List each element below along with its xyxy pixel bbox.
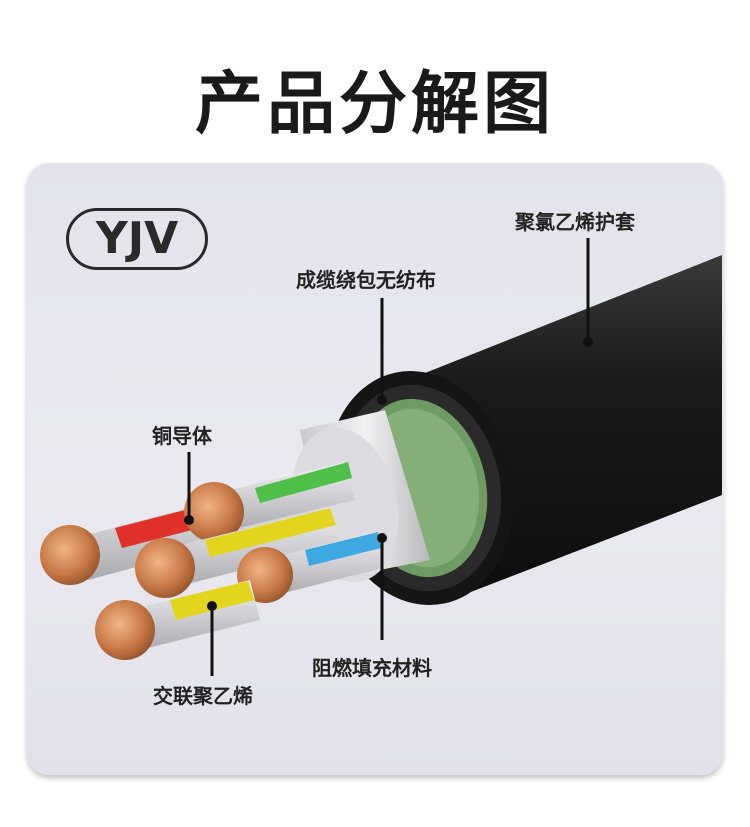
label-flame-retardant-filler: 阻燃填充材料 (312, 656, 432, 680)
model-badge: YJV (66, 208, 208, 270)
label-copper-conductor: 铜导体 (152, 424, 212, 448)
label-xlpe-insulation: 交联聚乙烯 (153, 684, 253, 708)
core-green (184, 462, 355, 542)
label-pvc-sheath: 聚氯乙烯护套 (515, 210, 635, 234)
core-yellow-2 (95, 580, 260, 660)
core-yellow-1 (135, 508, 340, 598)
page-title: 产品分解图 (194, 65, 555, 144)
leader-lines (184, 238, 593, 676)
label-nonwoven-wrap: 成缆绕包无纺布 (296, 268, 436, 292)
